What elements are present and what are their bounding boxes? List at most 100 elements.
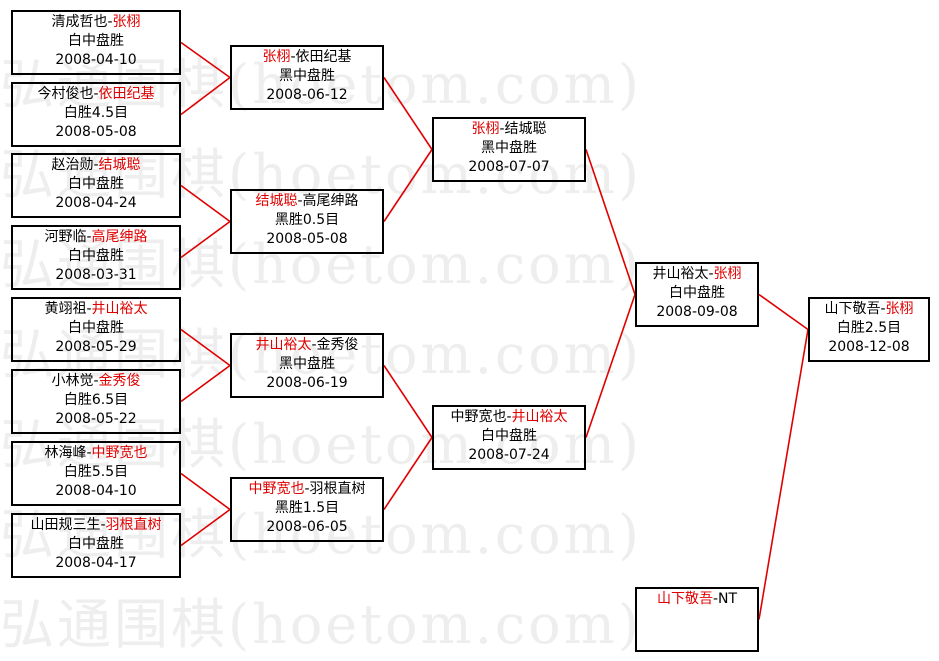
vs-dash: -: [880, 301, 886, 317]
connector-r1_3-to-r2_2: [180, 184, 231, 223]
match-result: 白中盘胜: [68, 536, 124, 552]
player-one: 张栩: [471, 121, 500, 137]
player-one: 山田规三生: [30, 517, 101, 533]
players-line: 河野临-高尾绅路: [13, 228, 179, 247]
match-date: 2008-09-08: [656, 304, 738, 320]
vs-dash: -: [304, 481, 310, 497]
match-result: 白中盘胜: [68, 248, 124, 264]
vs-dash: -: [93, 373, 99, 389]
player-one: 井山裕太: [255, 337, 312, 353]
players-line: 山田规三生-羽根直树: [13, 516, 179, 535]
match-date: 2008-04-10: [55, 52, 137, 68]
players-line: 中野宽也-羽根直树: [232, 480, 382, 499]
vs-dash: -: [712, 591, 719, 607]
match-result: 黑胜0.5目: [274, 212, 340, 228]
players-line: 林海峰-中野宽也: [13, 444, 179, 463]
player-two: 结城聪: [98, 157, 141, 173]
player-two: 金秀俊: [98, 373, 141, 389]
match-result: 白胜2.5目: [836, 320, 902, 336]
match-result: 白中盘胜: [481, 428, 537, 444]
vs-dash: -: [86, 301, 92, 317]
match-result: 白胜6.5目: [63, 392, 129, 408]
match-result: 白胜4.5目: [63, 105, 129, 121]
match-result: 白中盘胜: [68, 176, 124, 192]
match-result: 黑中盘胜: [481, 140, 537, 156]
player-one: 中野宽也: [248, 481, 305, 497]
player-one: 中野宽也: [450, 409, 507, 425]
connector-seed-to-final: [758, 329, 809, 620]
player-one: 河野临: [44, 229, 87, 245]
player-two: 张栩: [713, 266, 742, 282]
connector-r1_8-to-r2_4: [180, 508, 231, 547]
connector-r3_2-to-r4_1: [585, 294, 636, 438]
players-line: 山下敬吾-NT: [637, 590, 757, 609]
player-two: 结城聪: [504, 121, 547, 137]
match-result: 白中盘胜: [68, 33, 124, 49]
match-box-round1-6: 小林觉-金秀俊白胜6.5目 2008-05-22: [11, 369, 181, 434]
match-date: 2008-06-12: [266, 87, 348, 103]
connector-r1_7-to-r2_4: [180, 472, 231, 511]
match-date: 2008-05-08: [55, 124, 137, 140]
connector-r2_1-to-r3_1: [383, 77, 433, 150]
player-one: 小林觉: [51, 373, 94, 389]
match-date: 2008-05-22: [55, 411, 137, 427]
connector-r2_4-to-r3_2: [383, 437, 433, 510]
player-one: 山下敬吾: [824, 301, 881, 317]
player-one: 赵治勋: [51, 157, 94, 173]
match-date: 2008-06-19: [266, 375, 348, 391]
vs-dash: -: [297, 193, 303, 209]
connector-r2_3-to-r3_2: [383, 365, 433, 438]
match-date: 2008-06-05: [266, 519, 348, 535]
player-two: 井山裕太: [511, 409, 568, 425]
player-one: 清成哲也: [51, 14, 108, 30]
player-two: 张栩: [885, 301, 914, 317]
match-result: 黑中盘胜: [279, 356, 335, 372]
player-two: 羽根直树: [105, 517, 162, 533]
players-line: 赵治勋-结城聪: [13, 156, 179, 175]
player-two: 张栩: [112, 14, 141, 30]
player-two: 依田纪基: [295, 49, 352, 65]
match-result: 白中盘胜: [669, 285, 725, 301]
players-line: 黄翊祖-井山裕太: [13, 300, 179, 319]
player-two: 高尾绅路: [302, 193, 359, 209]
match-result: [637, 609, 757, 628]
connector-r3_1-to-r4_1: [585, 149, 636, 295]
players-line: 张栩-依田纪基: [232, 48, 382, 67]
vs-dash: -: [86, 229, 92, 245]
player-one: 林海峰: [44, 445, 87, 461]
match-date: [637, 628, 757, 647]
player-two: 依田纪基: [98, 86, 155, 102]
players-line: 山下敬吾-张栩: [810, 300, 928, 319]
players-line: 中野宽也-井山裕太: [434, 408, 584, 427]
players-line: 结城聪-高尾绅路: [232, 192, 382, 211]
match-date: 2008-05-29: [55, 339, 137, 355]
connector-r1_6-to-r2_3: [180, 364, 231, 403]
match-date: 2008-04-24: [55, 195, 137, 211]
player-two: 井山裕太: [91, 301, 148, 317]
player-two: 中野宽也: [91, 445, 148, 461]
vs-dash: -: [93, 157, 99, 173]
vs-dash: -: [93, 86, 99, 102]
vs-dash: -: [290, 49, 296, 65]
vs-dash: -: [708, 266, 714, 282]
player-one: 今村俊也: [37, 86, 94, 102]
connector-r1_2-to-r2_1: [180, 76, 231, 116]
connector-r4_1-to-final: [758, 293, 809, 331]
player-one: 结城聪: [255, 193, 298, 209]
vs-dash: -: [506, 409, 512, 425]
match-result: 黑中盘胜: [279, 68, 335, 84]
player-one: 张栩: [262, 49, 291, 65]
